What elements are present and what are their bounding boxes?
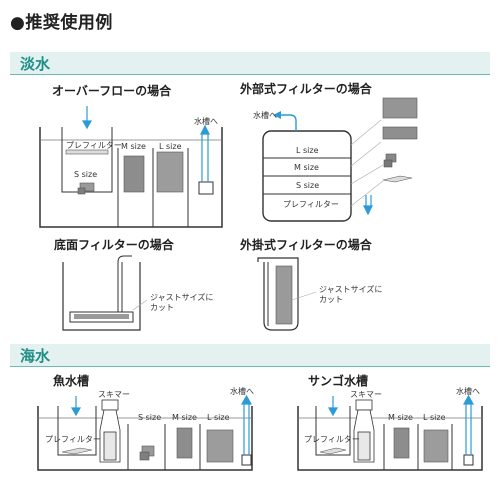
overflow-s-size-label: S size bbox=[74, 170, 98, 179]
external-s-size-label: S size bbox=[296, 181, 320, 190]
marine-section-bar: 海水 bbox=[10, 344, 490, 367]
external-prefilter-label: プレフィルター bbox=[283, 200, 339, 209]
fish-l-sponge bbox=[206, 429, 234, 463]
overflow-s-sponge bbox=[77, 182, 95, 195]
overflow-l-sponge bbox=[156, 151, 184, 193]
fish-s-size-label: S size bbox=[138, 413, 162, 422]
overflow-prefilter-plate bbox=[65, 149, 109, 155]
hangon-sponge bbox=[275, 265, 293, 325]
overflow-prefilter-chamber bbox=[61, 127, 113, 193]
coral-sump bbox=[297, 406, 483, 471]
coral-return-arrow-icon bbox=[462, 394, 475, 455]
freshwater-section-label: 淡水 bbox=[20, 55, 51, 73]
coral-to-tank-label: 水槽へ bbox=[456, 387, 480, 396]
external-to-tank-label: 水槽へ bbox=[253, 111, 277, 120]
coral-skimmer bbox=[353, 399, 375, 463]
external-l-sponge bbox=[382, 97, 418, 119]
coral-prefilter-plate bbox=[319, 447, 347, 455]
coral-prefilter-chamber bbox=[315, 406, 351, 456]
coral-m-size-label: M size bbox=[388, 413, 413, 422]
fish-skimmer-label: スキマー bbox=[98, 390, 130, 399]
fish-to-tank-label: 水槽へ bbox=[230, 387, 254, 396]
hangon-leader-line bbox=[291, 291, 317, 301]
coral-pump bbox=[463, 454, 474, 466]
overflow-l-size-label: L size bbox=[159, 142, 182, 151]
coral-l-sponge bbox=[423, 429, 449, 463]
coral-heading: サンゴ水槽 bbox=[308, 374, 369, 388]
fish-s-sponge bbox=[139, 445, 155, 461]
hangon-note-line2: カット bbox=[319, 295, 343, 304]
overflow-m-size-label: M size bbox=[121, 142, 146, 151]
fish-heading: 魚水槽 bbox=[53, 374, 90, 388]
fish-inflow-arrow-icon bbox=[70, 396, 82, 417]
external-prefilter-plate bbox=[382, 175, 413, 183]
external-s-sponge bbox=[383, 153, 397, 168]
overflow-return-arrow-icon bbox=[200, 124, 210, 182]
coral-prefilter-label: プレフィルター bbox=[304, 435, 360, 444]
overflow-sump bbox=[39, 127, 223, 228]
fish-return-arrow-icon bbox=[240, 394, 253, 455]
marine-section-label: 海水 bbox=[20, 347, 51, 365]
hangon-heading: 外掛式フィルターの場合 bbox=[240, 238, 372, 252]
page-title: ●推奨使用例 bbox=[10, 13, 113, 33]
coral-m-sponge bbox=[393, 427, 410, 459]
freshwater-section-bar: 淡水 bbox=[10, 52, 490, 75]
bottom-sponge bbox=[74, 314, 129, 319]
overflow-prefilter-label: プレフィルター bbox=[66, 141, 122, 150]
hangon-box bbox=[257, 257, 299, 331]
fish-l-size-label: L size bbox=[207, 413, 230, 422]
coral-l-size-label: L size bbox=[423, 413, 446, 422]
fish-skimmer bbox=[99, 399, 121, 463]
bottom-heading: 底面フィルターの場合 bbox=[54, 238, 174, 252]
fish-prefilter-plate bbox=[61, 447, 93, 455]
fish-prefilter-label: プレフィルター bbox=[45, 435, 101, 444]
external-inlet-arrow-icon bbox=[363, 195, 373, 216]
external-outlet-arrow-icon bbox=[273, 111, 281, 119]
overflow-pump bbox=[198, 181, 214, 195]
external-l-size-label: L size bbox=[296, 146, 319, 155]
overflow-heading: オーバーフローの場合 bbox=[52, 84, 172, 98]
fish-m-size-label: M size bbox=[172, 413, 197, 422]
external-m-size-label: M size bbox=[294, 163, 319, 172]
bottom-note-line2: カット bbox=[150, 303, 174, 312]
coral-skimmer-label: スキマー bbox=[350, 390, 382, 399]
hangon-note-line1: ジャストサイズに bbox=[319, 285, 383, 294]
overflow-inflow-arrow-icon bbox=[81, 106, 93, 130]
fish-prefilter-chamber bbox=[57, 406, 97, 456]
external-m-sponge bbox=[382, 126, 418, 140]
external-leader-lines bbox=[350, 119, 384, 207]
fish-pump bbox=[241, 454, 252, 466]
fish-sump bbox=[37, 406, 253, 471]
bottom-tank bbox=[62, 262, 141, 331]
fish-m-sponge bbox=[176, 427, 193, 459]
bottom-note-line1: ジャストサイズに bbox=[150, 293, 214, 302]
external-heading: 外部式フィルターの場合 bbox=[240, 82, 372, 96]
external-outlet-pipe bbox=[278, 114, 297, 131]
bottom-leader-line bbox=[132, 299, 148, 311]
overflow-m-sponge bbox=[123, 155, 145, 193]
external-canister-shelves bbox=[263, 157, 351, 195]
bottom-lift-pipe bbox=[117, 255, 132, 322]
coral-inflow-arrow-icon bbox=[327, 396, 339, 417]
overflow-to-tank-label: 水槽へ bbox=[194, 117, 218, 126]
